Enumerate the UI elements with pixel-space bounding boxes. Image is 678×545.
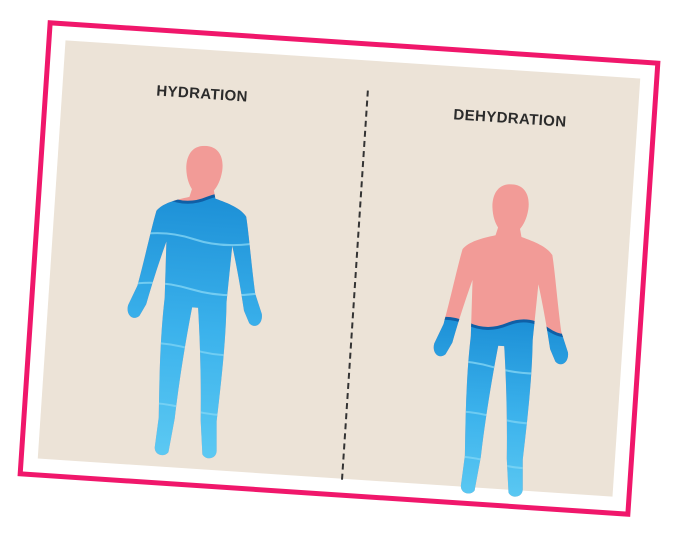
- water-fill: [416, 314, 578, 512]
- dashed-divider: [341, 90, 369, 479]
- dehydration-heading: DEHYDRATION: [453, 106, 567, 130]
- illustration-panel: HYDRATION DEHYDRATION: [38, 40, 641, 496]
- water-fill: [110, 188, 278, 474]
- hydration-comparison-card: HYDRATION DEHYDRATION: [18, 20, 661, 517]
- dehydrated-body-figure: [416, 173, 588, 512]
- hydrated-body-figure: [110, 135, 282, 474]
- hydration-heading: HYDRATION: [156, 83, 249, 106]
